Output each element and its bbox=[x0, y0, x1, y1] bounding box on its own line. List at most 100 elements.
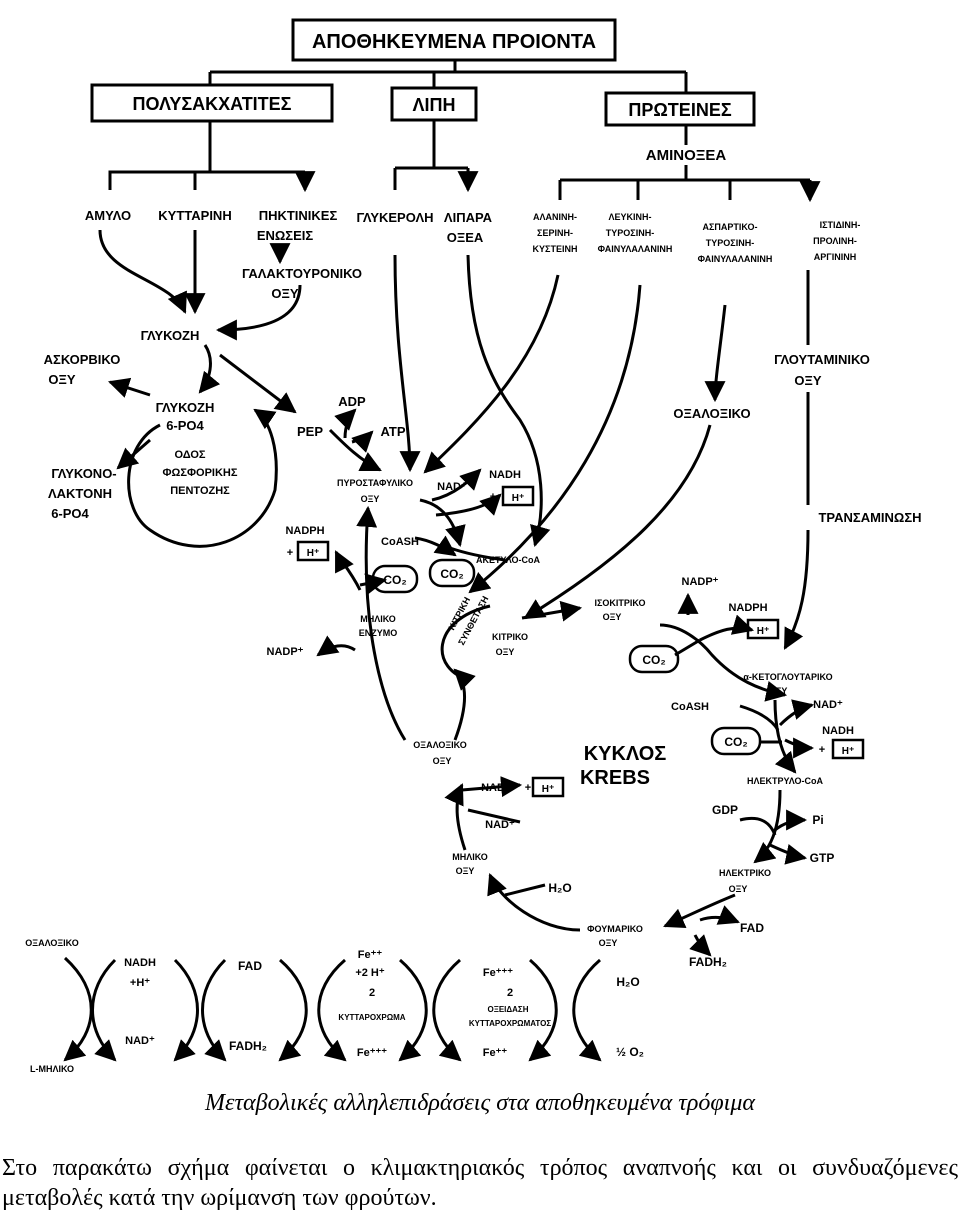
gtp-label: GTP bbox=[810, 851, 835, 865]
etc-fe3-mid-label: Fe⁺⁺⁺ bbox=[483, 967, 513, 979]
oxaloacetic-label-1: ΟΞΑΛΟΞΙΚΟ bbox=[413, 740, 466, 750]
cellulose-label: ΚΥΤΤΑΡΙΝΗ bbox=[158, 208, 231, 223]
fatty-acids-label-2: ΟΞΕΑ bbox=[447, 230, 484, 245]
ascorbic-label-1: ΑΣΚΟΡΒΙΚΟ bbox=[44, 352, 121, 367]
aa3-label-2: ΤΥΡΟΣΙΝΗ- bbox=[706, 238, 754, 248]
aa1-label-3: ΚΥΣΤΕΙΝΗ bbox=[533, 244, 578, 254]
gdp-label: GDP bbox=[712, 803, 738, 817]
fumaric-label-2: ΟΞΥ bbox=[599, 938, 618, 948]
aa2-label-3: ΦΑΙΝΥΛΑΛΑΝΙΝΗ bbox=[598, 244, 673, 254]
malic-enzyme-label-2: ΕΝΖΥΜΟ bbox=[359, 628, 398, 638]
galacturonic-label-1: ΓΑΛΑΚΤΟΥΡΟΝΙΚΟ bbox=[242, 266, 362, 281]
glutamic-label-2: ΟΞΥ bbox=[794, 373, 821, 388]
pectin-label-1: ΠΗΚΤΙΝΙΚΕΣ bbox=[259, 208, 338, 223]
co2-4: CO₂ bbox=[724, 735, 747, 749]
isocitric-label-2: ΟΞΥ bbox=[603, 612, 622, 622]
fatty-acids-label-1: ΛΙΠΑΡΑ bbox=[444, 210, 493, 225]
glucose-label: ΓΛΥΚΟΖΗ bbox=[141, 328, 200, 343]
top-label: ΑΠΟΘΗΚΕΥΜΕΝΑ ΠΡΟΙΟΝΤΑ bbox=[312, 31, 596, 53]
isocitric-label-1: ΙΣΟΚΙΤΡΙΚΟ bbox=[595, 598, 646, 608]
citric-label-1: ΚΙΤΡΙΚΟ bbox=[492, 632, 528, 642]
aa1-label-2: ΣΕΡΙΝΗ- bbox=[537, 228, 573, 238]
aa4-label-3: ΑΡΓΙΝΙΝΗ bbox=[814, 252, 856, 262]
etc-nadh-label: NADH bbox=[124, 957, 156, 969]
etc-fad-label: FAD bbox=[238, 959, 262, 973]
etc-fe3-bottom-label: Fe⁺⁺⁺ bbox=[357, 1047, 387, 1059]
etc-two-label-1: 2 bbox=[369, 987, 375, 999]
fumaric-label-1: ΦΟΥΜΑΡΙΚΟ bbox=[587, 924, 643, 934]
fadh2-label: FADH₂ bbox=[689, 955, 727, 969]
co2-2: CO₂ bbox=[440, 567, 463, 581]
etc-h2o-label: H₂O bbox=[616, 975, 639, 989]
atp-label: ATP bbox=[380, 424, 405, 439]
nadph-label-2: NADPH bbox=[728, 602, 767, 614]
oxaloacetic-label-2: ΟΞΥ bbox=[433, 756, 452, 766]
etc-nad-label: NAD⁺ bbox=[125, 1035, 155, 1047]
nadh-label: NADH bbox=[489, 469, 521, 481]
co2-3: CO₂ bbox=[642, 653, 665, 667]
ketoglutaric-label-1: α-ΚΕΤΟΓΛΟΥΤΑΡΙΚΟ bbox=[743, 672, 832, 682]
pep-label: PEP bbox=[297, 424, 323, 439]
figure-caption: Μεταβολικές αλληλεπιδράσεις στα αποθηκευ… bbox=[205, 1090, 755, 1116]
succinyl-coa-label: ΗΛΕΚΤΡΥΛΟ-CoA bbox=[747, 776, 823, 786]
proteins-label: ΠΡΩΤΕΙΝΕΣ bbox=[628, 100, 731, 120]
gluconolactone-label-2: ΛΑΚΤΟΝΗ bbox=[48, 486, 112, 501]
etc-oxidase-label-1: ΟΞΕΙΔΑΣΗ bbox=[487, 1005, 528, 1014]
plus-1: + bbox=[490, 491, 496, 503]
nadh-label-2: NADH bbox=[822, 725, 854, 737]
etc-malic-label: L-ΜΗΛΙΚΟ bbox=[30, 1064, 74, 1074]
h-plus-4: H⁺ bbox=[842, 746, 855, 757]
co2-1: CO₂ bbox=[383, 573, 406, 587]
body-paragraph: Στο παρακάτω σχήμα φαίνεται ο κλιμακτηρι… bbox=[2, 1155, 958, 1211]
etc-cytochrome-label: ΚΥΤΤΑΡΟΧΡΩΜΑ bbox=[338, 1013, 405, 1022]
succinic-label-2: ΟΞΥ bbox=[729, 884, 748, 894]
aa4-label-1: ΙΣΤΙΔΙΝΗ- bbox=[820, 220, 861, 230]
pyruvic-label-2: ΟΞΥ bbox=[361, 494, 380, 504]
amylo-label: ΑΜΥΛΟ bbox=[85, 208, 131, 223]
nadh-plus-label-3: NADH bbox=[481, 782, 513, 794]
h-plus-3: H⁺ bbox=[757, 626, 770, 637]
citric-label-2: ΟΞΥ bbox=[496, 647, 515, 657]
nadph-label-1: NADPH bbox=[285, 525, 324, 537]
pentose-label-3: ΠΕΝΤΟΖΗΣ bbox=[170, 485, 230, 497]
aa2-label-2: ΤΥΡΟΣΙΝΗ- bbox=[606, 228, 654, 238]
h-plus-5: H⁺ bbox=[542, 784, 555, 795]
glycerol-label: ΓΛΥΚΕΡΟΛΗ bbox=[356, 210, 433, 225]
pyruvic-label-1: ΠΥΡΟΣΤΑΦΥΛΙΚΟ bbox=[337, 478, 413, 488]
h-plus-2: H⁺ bbox=[307, 548, 320, 559]
coash-label: CoASH bbox=[381, 536, 419, 548]
pentose-label-2: ΦΩΣΦΟΡΙΚΗΣ bbox=[163, 467, 238, 479]
etc-two-label-2: 2 bbox=[507, 987, 513, 999]
plus-2: + bbox=[287, 547, 293, 559]
malic-label-2: ΟΞΥ bbox=[456, 866, 475, 876]
etc-two-h-label: +2 H⁺ bbox=[355, 967, 385, 979]
malic-label-1: ΜΗΛΙΚΟ bbox=[452, 852, 488, 862]
pectin-label-2: ΕΝΩΣΕΙΣ bbox=[257, 228, 314, 243]
etc-fe2-bottom-label: Fe⁺⁺ bbox=[483, 1047, 508, 1059]
plus-5: + bbox=[525, 782, 531, 794]
glucose6p-label-1: ΓΛΥΚΟΖΗ bbox=[156, 400, 215, 415]
ascorbic-label-2: ΟΞΥ bbox=[48, 372, 75, 387]
pentose-label-1: ΟΔΟΣ bbox=[174, 449, 205, 461]
etc-h-plus-label: +H⁺ bbox=[130, 977, 150, 989]
ketoglutaric-label-2: ΟΞΥ bbox=[769, 686, 788, 696]
gluconolactone-label-1: ΓΛΥΚΟΝΟ- bbox=[51, 466, 116, 481]
etc-oxidase-label-2: ΚΥΤΤΑΡΟΧΡΩΜΑΤΟΣ bbox=[469, 1019, 551, 1028]
nad-plus-label-2: NAD⁺ bbox=[813, 699, 843, 711]
glucose6p-label-2: 6-ΡΟ4 bbox=[166, 418, 204, 433]
acetyl-coa-label: ΑΚΕΤΥΛΟ-CoA bbox=[476, 555, 540, 565]
malic-enzyme-label-1: ΜΗΛΙΚΟ bbox=[360, 614, 396, 624]
polysaccharides-label: ΠΟΛΥΣΑΚΧΑΤΙΤΕΣ bbox=[132, 94, 291, 114]
h2o-label: H₂O bbox=[548, 881, 571, 895]
glutamic-label-1: ΓΛΟΥΤΑΜΙΝΙΚΟ bbox=[774, 352, 870, 367]
succinic-label-1: ΗΛΕΚΤΡΙΚΟ bbox=[719, 868, 771, 878]
fad-label: FAD bbox=[740, 921, 764, 935]
nad-plus-label-3: NAD⁺ bbox=[485, 819, 515, 831]
nadp-plus-label-1: NADP⁺ bbox=[267, 646, 304, 658]
nad-plus-label: NAD⁺ bbox=[437, 481, 467, 493]
plus-4: + bbox=[819, 744, 825, 756]
krebs-label-2: KREBS bbox=[580, 767, 650, 789]
etc-half-o2-label: ½ O₂ bbox=[616, 1045, 644, 1059]
transamination-label: ΤΡΑΝΣΑΜΙΝΩΣΗ bbox=[818, 510, 921, 525]
aa2-label-1: ΛΕΥΚΙΝΗ- bbox=[608, 212, 651, 222]
